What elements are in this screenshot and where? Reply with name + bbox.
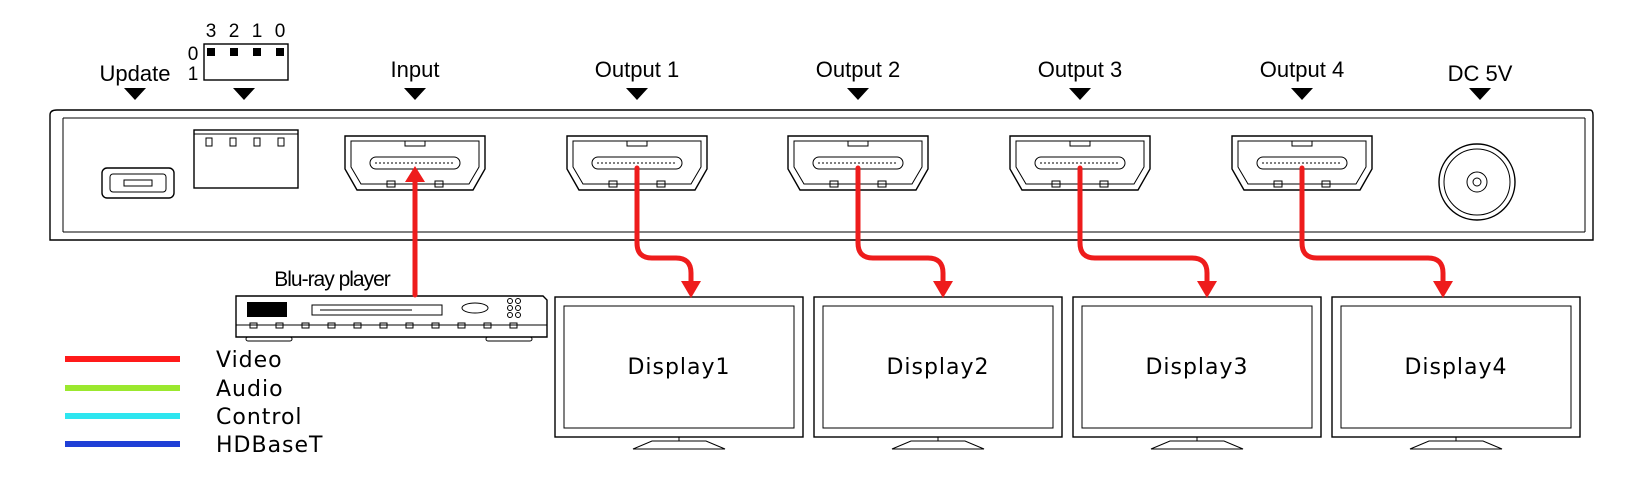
legend-item-audio: Audio (65, 377, 284, 402)
display-1: Display1 (554, 296, 804, 450)
output-4-label: Output 4 (1260, 57, 1344, 82)
display-2: Display2 (813, 296, 1063, 450)
legend-item-video: Video (65, 348, 283, 373)
legend-label-hdbaset: HDBaseT (216, 433, 324, 458)
display-4-label: Display4 (1404, 355, 1507, 380)
dc-5v-label: DC 5V (1448, 61, 1513, 86)
legend: Video Audio Control HDBaseT (65, 348, 324, 458)
port-pointer-icons (124, 88, 1491, 100)
dip-bit-0: 0 (275, 21, 286, 42)
output-4-cable (1299, 165, 1446, 286)
video-cables (405, 165, 1453, 298)
output-3-cable (1077, 165, 1210, 286)
legend-label-video: Video (216, 348, 283, 373)
dip-state-0: 0 (188, 44, 199, 65)
legend-item-control: Control (65, 405, 303, 430)
output-2-label: Output 2 (816, 57, 900, 82)
input-arrow-icon (405, 166, 425, 182)
output-2-cable (855, 165, 946, 286)
dip-bit-3: 3 (206, 21, 217, 42)
input-label: Input (391, 57, 440, 82)
update-label: Update (100, 61, 171, 86)
output-1-pointer-icon (626, 88, 648, 100)
legend-label-control: Control (216, 405, 303, 430)
legend-item-hdbaset: HDBaseT (65, 433, 324, 458)
usb-update-port (101, 167, 175, 199)
output-1-cable (634, 165, 694, 286)
input-pointer-icon (404, 88, 426, 100)
dip-pointer-icon (233, 88, 255, 100)
output-4-pointer-icon (1291, 88, 1313, 100)
splitter-device (49, 109, 1594, 241)
blu-ray-player: Blu-ray player (235, 268, 548, 342)
dc-pointer-icon (1469, 88, 1491, 100)
dc-power-jack (1438, 143, 1516, 221)
output-3-arrow-icon (1197, 281, 1217, 298)
dip-switch-housing (193, 129, 299, 189)
display-2-label: Display2 (886, 355, 989, 380)
legend-label-audio: Audio (216, 377, 284, 402)
output-3-pointer-icon (1069, 88, 1091, 100)
update-pointer-icon (124, 88, 146, 100)
output-4-arrow-icon (1433, 281, 1453, 298)
dip-state-1: 1 (188, 64, 199, 85)
output-3-label: Output 3 (1038, 57, 1122, 82)
output-2-pointer-icon (847, 88, 869, 100)
display-3-label: Display3 (1145, 355, 1248, 380)
output-1-arrow-icon (681, 281, 701, 298)
output-2-arrow-icon (933, 281, 953, 298)
display-3: Display3 (1072, 296, 1322, 450)
blu-ray-player-label: Blu-ray player (274, 268, 391, 291)
display-1-label: Display1 (627, 355, 730, 380)
output-1-label: Output 1 (595, 57, 679, 82)
dip-bit-2: 2 (229, 21, 240, 42)
dip-switch-detail: 3 2 1 0 0 1 (188, 21, 289, 85)
display-4: Display4 (1331, 296, 1581, 450)
dip-bit-1: 1 (252, 21, 263, 42)
